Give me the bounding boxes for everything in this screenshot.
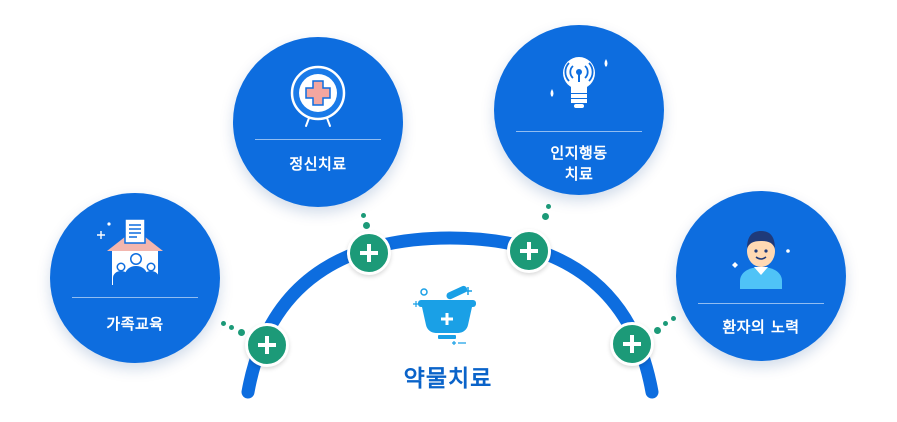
family-house-icon [50,215,220,289]
node-divider [72,297,198,298]
node-label: 가족교육 [106,315,164,333]
connector-dot [663,321,668,326]
connector-dot [221,321,226,326]
plus-icon [507,229,551,273]
node-label-line-1: 인지행동 [550,144,608,162]
connector-dot [542,213,549,220]
node-label: 환자의 노력 [722,318,800,336]
connector-dot [229,325,234,330]
node-label: 인지행동 치료 [494,143,664,185]
node-psychotherapy: 정신치료 [233,37,403,207]
node-label: 정신치료 [289,155,347,173]
node-divider [516,131,642,132]
connector-dot [361,213,366,218]
lightbulb-idea-icon [494,53,664,113]
node-family-education: 가족교육 [50,193,220,363]
connector-dot [363,222,370,229]
plus-icon [347,231,391,275]
connector-dot [671,316,676,321]
connector-dot [654,327,661,334]
plus-icon [245,323,289,367]
medical-cross-badge-icon [233,63,403,129]
patient-person-icon [676,223,846,289]
mortar-pestle-icon [413,285,476,345]
node-patient-effort: 환자의 노력 [676,191,846,361]
plus-icon [610,322,654,366]
node-divider [255,139,381,140]
node-label-line-2: 치료 [564,165,594,183]
connector-dot [546,204,551,209]
connector-dot [238,329,245,336]
center-title: 약물치료 [403,366,493,392]
node-cognitive-behavioral-therapy: 인지행동 치료 [494,25,664,195]
node-divider [698,303,824,304]
